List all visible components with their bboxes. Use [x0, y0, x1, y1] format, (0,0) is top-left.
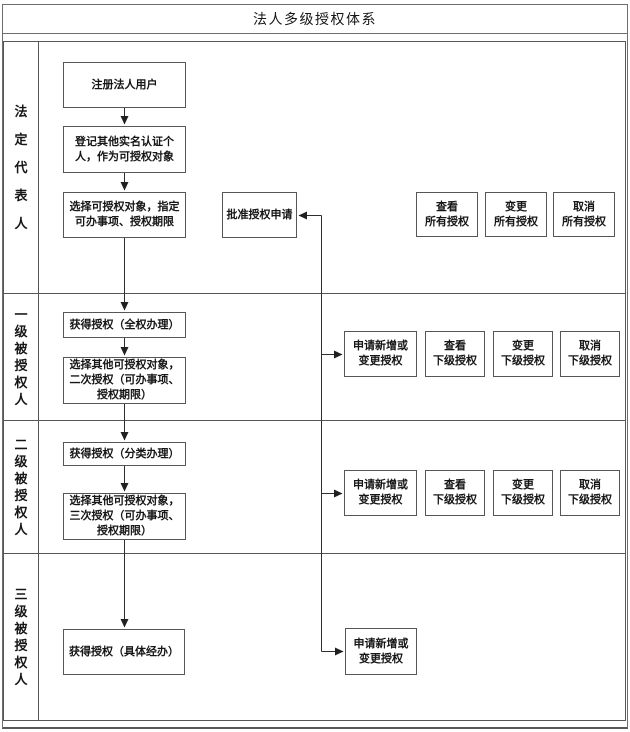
label-column-divider [38, 41, 39, 721]
title-bar: 法人多级授权体系 [2, 4, 628, 34]
lane-label-legal-representative: 法定代表人 [14, 103, 28, 231]
lane-level1-authorized: 一级被授权人 [4, 293, 38, 420]
request-add-change-auth-level1-box: 申请新增或 变更授权 [344, 331, 417, 377]
step-obtain-auth-full-power: 获得授权（全权办理） [63, 312, 186, 338]
step-register-legal-user: 注册法人用户 [63, 62, 186, 108]
cancel-subordinate-auth-level1-box: 取消 下级授权 [560, 331, 620, 377]
swimlane-frame [3, 41, 626, 721]
step-second-authorization: 选择其他可授权对象， 二次授权（可办事项、 授权期限） [63, 357, 186, 404]
lane-label-level3-authorized: 三级被授权人 [14, 587, 28, 687]
cancel-subordinate-auth-level2-box: 取消 下级授权 [560, 470, 620, 516]
view-subordinate-auth-level1-box: 查看 下级授权 [425, 331, 485, 377]
approve-authorization-request-box: 批准授权申请 [222, 192, 297, 238]
view-all-authorizations-box: 查看 所有授权 [416, 192, 478, 237]
request-add-change-auth-level2-box: 申请新增或 变更授权 [344, 470, 417, 516]
lane-divider-1 [3, 293, 626, 294]
view-subordinate-auth-level2-box: 查看 下级授权 [425, 470, 485, 516]
lane-divider-2 [3, 420, 626, 421]
step-third-authorization: 选择其他可授权对象， 三次授权（可办事项、 授权期限） [63, 493, 186, 540]
cancel-all-authorizations-box: 取消 所有授权 [553, 192, 615, 237]
lane-level2-authorized: 二级被授权人 [4, 420, 38, 553]
lane-label-level2-authorized: 二级被授权人 [14, 436, 28, 537]
change-all-authorizations-box: 变更 所有授权 [485, 192, 547, 237]
lane-divider-3 [3, 553, 626, 554]
lane-legal-representative: 法定代表人 [4, 42, 38, 293]
lane-label-level1-authorized: 一级被授权人 [14, 306, 28, 407]
step-obtain-auth-specific-handler: 获得授权（具体经办） [63, 629, 185, 675]
request-add-change-auth-level3-box: 申请新增或 变更授权 [345, 628, 417, 675]
page-title: 法人多级授权体系 [253, 11, 377, 27]
step-obtain-auth-categorized: 获得授权（分类办理） [63, 442, 186, 466]
lane-level3-authorized: 三级被授权人 [4, 553, 38, 721]
change-subordinate-auth-level1-box: 变更 下级授权 [493, 331, 553, 377]
step-register-certified-persons: 登记其他实名认证个 人，作为可授权对象 [63, 126, 186, 173]
change-subordinate-auth-level2-box: 变更 下级授权 [493, 470, 553, 516]
step-select-authorizees: 选择可授权对象，指定 可办事项、授权期限 [63, 192, 186, 238]
